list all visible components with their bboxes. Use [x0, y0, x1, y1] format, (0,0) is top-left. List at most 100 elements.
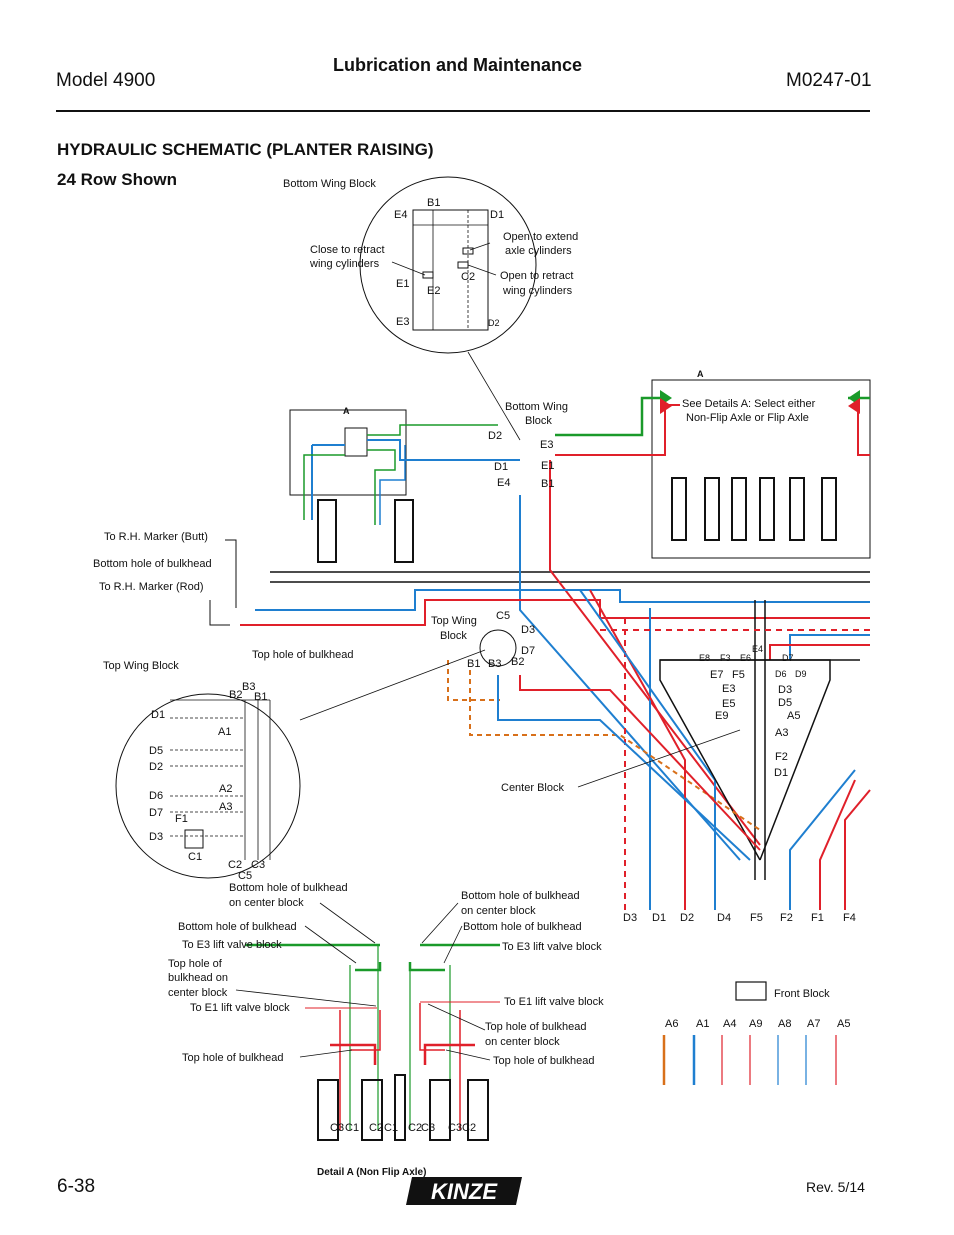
- port-twbd-b1: B1: [254, 691, 267, 703]
- port-cs-a3: A3: [775, 727, 788, 739]
- port-bwb-d2: D2: [488, 430, 502, 442]
- bottom-wing-detail-block: [412, 209, 489, 331]
- label-top-hole-bulkhead-dr: Top hole of bulkhead: [493, 1055, 595, 1067]
- label-detail-a-left: A: [343, 406, 350, 416]
- port-bottom-d1: D1: [652, 912, 666, 924]
- label-top-wing-2: Block: [440, 630, 467, 642]
- port-dc-2: C1: [345, 1122, 359, 1134]
- label-front-block: Front Block: [774, 988, 830, 1000]
- port-twbd-b2: B2: [229, 689, 242, 701]
- port-fb-a6: A6: [665, 1018, 678, 1030]
- port-twbd-a2: A2: [219, 783, 232, 795]
- port-twb-b2: B2: [511, 656, 524, 668]
- port-bwbd-e1: E1: [396, 278, 409, 290]
- detail-a-left-box: [289, 409, 407, 496]
- port-cs-e9: E9: [715, 710, 728, 722]
- port-twbd-b3: B3: [242, 681, 255, 693]
- port-twbd-d2: D2: [149, 761, 163, 773]
- port-bwbd-e2: E2: [427, 285, 440, 297]
- label-open-extend-2: axle cylinders: [505, 245, 572, 257]
- label-open-extend-1: Open to extend: [503, 231, 578, 243]
- port-twbd-c2: C2: [228, 859, 242, 871]
- label-bottom-wing-block-detail: Bottom Wing Block: [283, 178, 376, 190]
- port-ct-f5: F5: [732, 669, 745, 681]
- port-cs-d1: D1: [774, 767, 788, 779]
- label-rh-marker-rod: To R.H. Marker (Rod): [99, 581, 204, 593]
- footer-revision: Rev. 5/14: [806, 1179, 865, 1195]
- port-twb-c5: C5: [496, 610, 510, 622]
- port-fb-a8: A8: [778, 1018, 791, 1030]
- port-twb-b3: B3: [488, 658, 501, 670]
- label-open-retract-1: Open to retract: [500, 270, 573, 282]
- kinze-logo: KINZE: [406, 1177, 522, 1205]
- port-ct-e7: E7: [710, 669, 723, 681]
- port-bottom-f2: F2: [780, 912, 793, 924]
- label-top-hole-center-l2: bulkhead on: [168, 972, 228, 984]
- port-bottom-f5: F5: [750, 912, 763, 924]
- port-fb-a7: A7: [807, 1018, 820, 1030]
- port-dc-7: C3: [448, 1122, 462, 1134]
- label-bottom-wing-2: Block: [525, 415, 552, 427]
- port-bwb-e1: E1: [541, 460, 554, 472]
- port-fb-a9: A9: [749, 1018, 762, 1030]
- port-ct-e8: E8: [699, 653, 710, 663]
- port-ct-f3: F3: [720, 653, 731, 663]
- detail-a-right-box: [651, 379, 871, 559]
- port-bwbd-c2: C2: [461, 271, 475, 283]
- label-top-wing-block-detail: Top Wing Block: [103, 660, 179, 672]
- label-top-wing-1: Top Wing: [431, 615, 477, 627]
- header-doc-number: M0247-01: [786, 70, 872, 91]
- footer-page-number: 6-38: [57, 1176, 96, 1197]
- label-bottom-hole-center-r1: Bottom hole of bulkhead: [461, 890, 580, 902]
- port-cs-e5: E5: [722, 698, 735, 710]
- label-bottom-hole-center-l1: Bottom hole of bulkhead: [229, 882, 348, 894]
- label-top-hole-center-l3: center block: [168, 987, 228, 999]
- label-detail-a-caption: Detail A (Non Flip Axle): [317, 1167, 426, 1178]
- port-fb-a5: A5: [837, 1018, 850, 1030]
- label-top-hole-center-r1: Top hole of bulkhead: [485, 1021, 587, 1033]
- label-see-details-1: See Details A: Select either: [682, 398, 816, 410]
- label-top-hole-center-r2: on center block: [485, 1036, 560, 1048]
- port-ct-e6: E6: [740, 653, 751, 663]
- port-bwbd-e3: E3: [396, 316, 409, 328]
- label-to-e3-left: To E3 lift valve block: [182, 939, 282, 951]
- port-twbd-c3: C3: [251, 859, 265, 871]
- port-bwb-e4: E4: [497, 477, 510, 489]
- label-detail-a-right: A: [697, 369, 704, 379]
- port-twbd-f1: F1: [175, 813, 188, 825]
- label-top-hole-bulkhead-dl: Top hole of bulkhead: [182, 1052, 284, 1064]
- label-bottom-wing-1: Bottom Wing: [505, 401, 568, 413]
- section-title: HYDRAULIC SCHEMATIC (PLANTER RAISING): [57, 140, 434, 159]
- header-model: Model 4900: [56, 70, 156, 91]
- port-twbd-a3: A3: [219, 801, 232, 813]
- port-ct-e4: E4: [752, 644, 763, 654]
- port-fb-a1: A1: [696, 1018, 709, 1030]
- port-twbd-c5: C5: [238, 870, 252, 882]
- port-bwb-d1: D1: [494, 461, 508, 473]
- port-twb-d3: D3: [521, 624, 535, 636]
- port-cs-f2: F2: [775, 751, 788, 763]
- kinze-logo-text: KINZE: [431, 1179, 498, 1204]
- bottom-wing-detail-circle: [359, 176, 537, 354]
- port-cs-e3: E3: [722, 683, 735, 695]
- section-subtitle: 24 Row Shown: [57, 170, 177, 189]
- label-to-e1-right: To E1 lift valve block: [504, 996, 604, 1008]
- port-ct-d9: D9: [795, 669, 807, 679]
- label-bottom-hole-bulkhead-dr: Bottom hole of bulkhead: [463, 921, 582, 933]
- port-bwbd-b1: B1: [427, 197, 440, 209]
- label-rh-marker-butt: To R.H. Marker (Butt): [104, 531, 208, 543]
- header-rule: [56, 110, 870, 112]
- port-bwbd-d1: D1: [490, 209, 504, 221]
- port-ct-d6: D6: [775, 669, 787, 679]
- port-dc-5: C2: [408, 1122, 422, 1134]
- port-twbd-c1: C1: [188, 851, 202, 863]
- port-bottom-f1: F1: [811, 912, 824, 924]
- port-dc-8: C2: [462, 1122, 476, 1134]
- port-twb-b1: B1: [467, 658, 480, 670]
- port-dc-6: C3: [421, 1122, 435, 1134]
- port-fb-a4: A4: [723, 1018, 736, 1030]
- label-bottom-hole-center-r2: on center block: [461, 905, 536, 917]
- label-to-e1-left: To E1 lift valve block: [190, 1002, 290, 1014]
- label-open-retract-2: wing cylinders: [502, 285, 573, 297]
